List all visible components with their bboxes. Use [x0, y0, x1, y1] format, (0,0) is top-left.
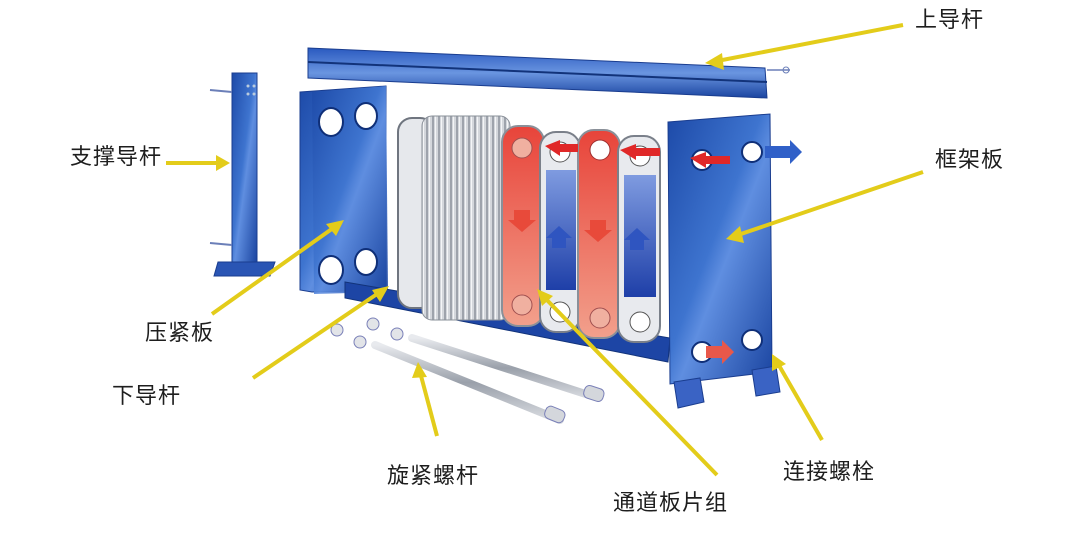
- support-column: [209, 72, 276, 277]
- label-frame-plate: 框架板: [935, 148, 1005, 173]
- label-tightening-bolts: 旋紧螺杆: [387, 464, 480, 489]
- label-upper-guide-bar: 上导杆: [915, 8, 985, 33]
- channel-plate-pack: [397, 115, 661, 343]
- label-pressure-plate: 压紧板: [145, 321, 215, 346]
- frame-plate: [667, 113, 802, 409]
- label-connection-bolts: 连接螺栓: [783, 460, 876, 485]
- pressure-plate: [299, 85, 388, 294]
- label-channel-plate-pack: 通道板片组: [613, 491, 729, 516]
- label-support-column: 支撑导杆: [70, 145, 163, 170]
- leader-arrows: [166, 23, 924, 477]
- tightening-bolts: [330, 317, 605, 424]
- upper-guide-bar: [307, 47, 790, 99]
- label-lower-guide-bar: 下导杆: [112, 384, 182, 409]
